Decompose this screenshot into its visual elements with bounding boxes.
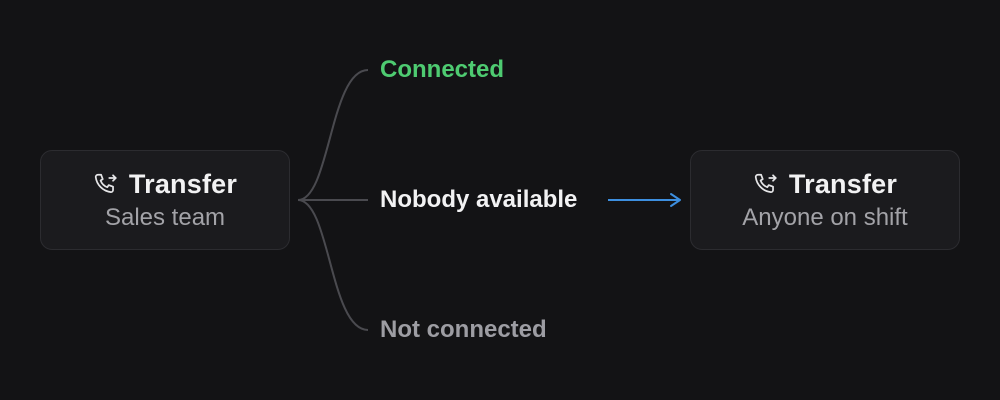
node-title: Transfer (788, 168, 898, 199)
phone-transfer-icon (753, 171, 779, 197)
node-header: Transfer (93, 168, 237, 200)
node-subtitle: Sales team (104, 204, 226, 231)
branch-label-connected: Connected (380, 56, 505, 83)
branch-label-not-connected: Not connected (380, 316, 547, 343)
node-subtitle: Anyone on shift (742, 204, 908, 231)
arrow-head (670, 193, 681, 207)
node-header: Transfer (753, 168, 897, 200)
branch-line-not-connected (297, 199, 369, 331)
transfer-node-sales-team[interactable]: Transfer Sales team (40, 150, 290, 250)
phone-transfer-icon (93, 171, 119, 197)
transfer-node-anyone-on-shift[interactable]: Transfer Anyone on shift (690, 150, 960, 250)
branch-label-nobody-available: Nobody available (380, 186, 578, 213)
node-title: Transfer (128, 168, 238, 199)
branch-line-connected (297, 69, 369, 201)
